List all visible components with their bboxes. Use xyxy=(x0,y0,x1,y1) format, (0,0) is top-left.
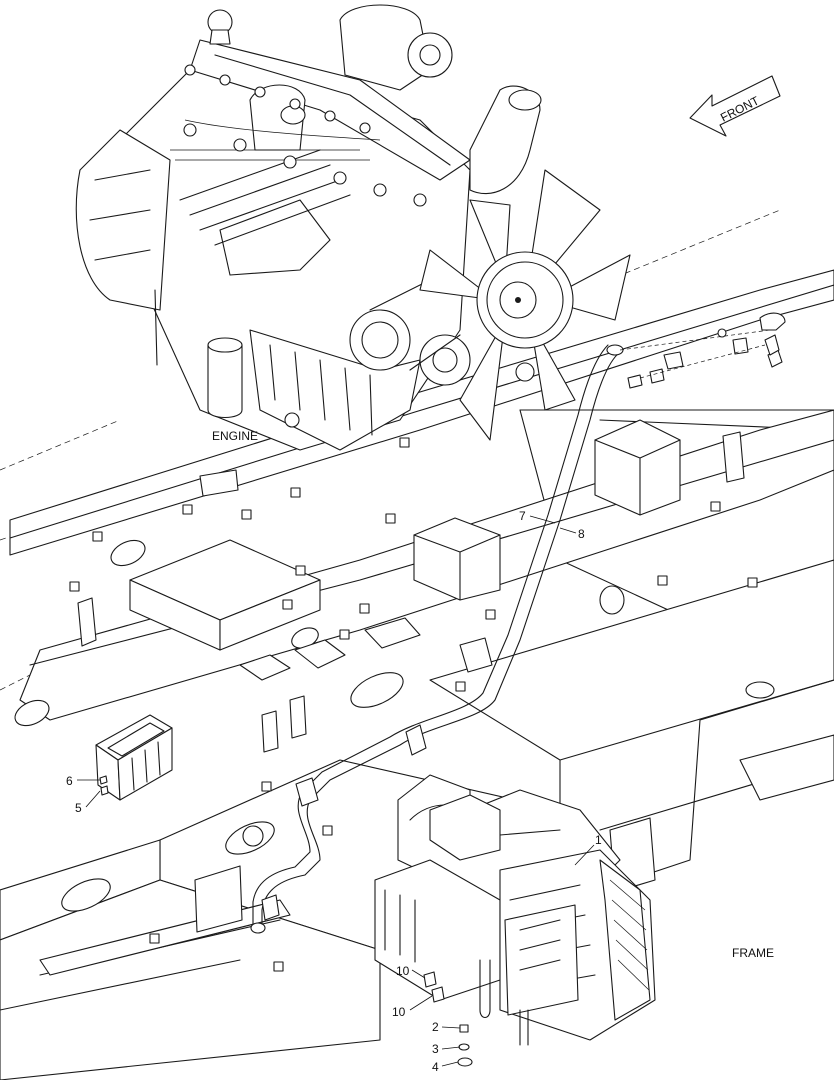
hvac-unit xyxy=(374,774,656,1046)
control-panel xyxy=(95,714,173,801)
callout-3: 3 xyxy=(432,1042,439,1056)
frame-label: FRAME xyxy=(732,946,774,960)
callout-10-upper: 10 xyxy=(396,964,410,978)
injector-lines xyxy=(170,64,427,207)
front-direction-arrow: FRONT xyxy=(689,75,781,137)
fasteners xyxy=(423,971,473,1067)
heater-hoses xyxy=(250,344,624,934)
callout-numbers: 1 2 3 4 5 6 7 8 10 10 xyxy=(66,509,602,1074)
callout-8: 8 xyxy=(578,527,585,541)
callout-5: 5 xyxy=(75,801,82,815)
callout-7: 7 xyxy=(519,509,526,523)
callout-10-lower: 10 xyxy=(392,1005,406,1019)
frame-brackets xyxy=(194,419,681,933)
engine-assembly: ENGINE xyxy=(75,4,631,451)
frame-assembly xyxy=(0,209,834,1080)
hose-fittings xyxy=(619,312,786,389)
cooling-fan xyxy=(419,169,631,441)
frame-posts xyxy=(77,431,745,753)
callout-2: 2 xyxy=(432,1020,439,1034)
callout-1: 1 xyxy=(595,833,602,847)
callout-leaders xyxy=(77,515,595,1067)
callout-4: 4 xyxy=(432,1060,439,1074)
engine-label: ENGINE xyxy=(212,429,258,443)
callout-6: 6 xyxy=(66,774,73,788)
frame-holes xyxy=(14,539,775,912)
